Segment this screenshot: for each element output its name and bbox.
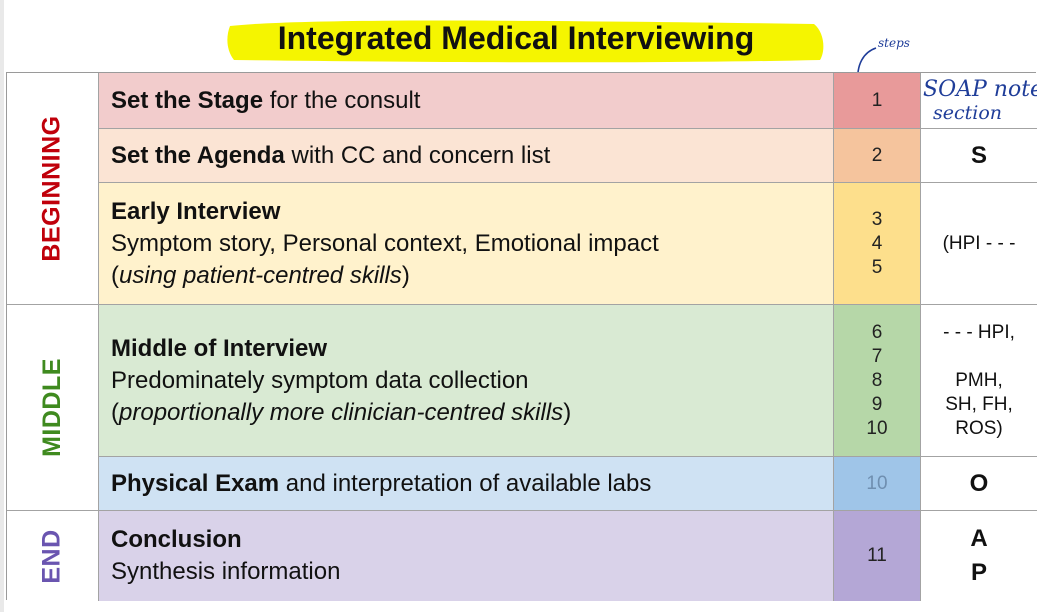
paren-open: ( — [111, 398, 119, 426]
title-highlight — [227, 20, 824, 63]
row-early-interview-line2: Symptom story, Personal context, Emotion… — [111, 229, 659, 257]
step-number: 10 — [866, 472, 888, 494]
steps-set-agenda: 2 — [834, 129, 921, 183]
paren-close: ) — [401, 261, 410, 289]
row-physical-exam: Physical Exam and interpretation of avai… — [99, 457, 834, 511]
step-number: 10 — [866, 417, 888, 439]
page-title: Integrated Medical Interviewing — [277, 20, 755, 56]
row-middle-interview-italic: proportionally more clinician-centred sk… — [119, 398, 564, 426]
steps-middle-interview: 6 7 8 9 10 — [834, 305, 921, 457]
row-set-agenda: Set the Agenda with CC and concern list — [99, 129, 834, 183]
row-early-interview-italic: using patient-centred skills — [119, 261, 402, 289]
soap-sh-fh-line: SH, FH, — [945, 393, 1013, 415]
soap-p-letter: P — [970, 559, 987, 586]
phase-middle: MIDDLE — [7, 305, 99, 511]
title-block: Integrated Medical Interviewing — [224, 10, 830, 68]
step-number: 5 — [871, 256, 883, 278]
soap-header-line1: SOAP note — [923, 76, 1037, 102]
soap-hpi-start: (HPI - - - — [921, 183, 1037, 305]
steps-early-interview: 3 4 5 — [834, 183, 921, 305]
steps-set-stage: 1 — [834, 73, 921, 129]
row-middle-interview: Middle of Interview Predominately sympto… — [99, 305, 834, 457]
soap-s-letter: S — [970, 141, 987, 169]
step-number: 8 — [871, 369, 883, 391]
phase-end: END — [7, 511, 99, 601]
steps-conclusion: 11 — [834, 511, 921, 601]
page-edge — [0, 0, 4, 612]
row-conclusion: Conclusion Synthesis information — [99, 511, 834, 601]
step-number: 9 — [871, 393, 883, 415]
row-conclusion-line2: Synthesis information — [111, 558, 341, 585]
soap-hpi-line: - - - HPI, — [943, 321, 1015, 343]
steps-handwritten-note: steps — [878, 36, 910, 50]
soap-hpi-history: - - - HPI, PMH, SH, FH, ROS) — [921, 305, 1037, 457]
row-conclusion-heading: Conclusion — [111, 526, 242, 553]
paren-close: ) — [563, 398, 572, 426]
row-middle-interview-heading: Middle of Interview — [111, 334, 328, 362]
row-early-interview: Early Interview Symptom story, Personal … — [99, 183, 834, 305]
phase-end-label: END — [37, 528, 66, 584]
soap-ros-line: ROS) — [955, 417, 1003, 439]
row-set-agenda-text: Set the Agenda with CC and concern list — [111, 140, 833, 172]
step-number: 11 — [867, 545, 887, 566]
soap-o-letter: O — [969, 469, 989, 497]
soap-header-line2: section — [933, 101, 1003, 124]
row-early-interview-heading: Early Interview — [111, 197, 281, 225]
soap-header-handwritten: SOAP note section — [921, 73, 1037, 129]
row-set-stage-rest: for the consult — [263, 86, 421, 114]
paren-open: ( — [111, 261, 119, 289]
step-number: 3 — [871, 208, 883, 230]
row-set-stage-bold: Set the Stage — [111, 86, 264, 114]
soap-pmh-line: PMH, — [955, 369, 1003, 391]
row-set-stage-text: Set the Stage for the consult — [111, 85, 833, 117]
soap-a-p: A P — [921, 511, 1037, 601]
row-middle-interview-line3: (proportionally more clinician-centred s… — [111, 397, 833, 429]
step-number: 7 — [871, 345, 883, 367]
step-number: 6 — [871, 321, 883, 343]
row-middle-interview-line2: Predominately symptom data collection — [111, 366, 529, 394]
row-set-agenda-bold: Set the Agenda — [111, 141, 285, 169]
phase-middle-label: MIDDLE — [38, 358, 67, 457]
phase-beginning: BEGINNING — [7, 73, 99, 305]
row-set-stage: Set the Stage for the consult — [99, 73, 834, 129]
soap-s: S — [921, 129, 1037, 183]
soap-a-letter: A — [970, 525, 988, 552]
soap-hpi-start-text: (HPI - - - — [942, 232, 1016, 254]
steps-physical-exam: 10 — [834, 457, 921, 511]
row-physical-exam-bold: Physical Exam — [111, 469, 280, 497]
row-early-interview-line3: (using patient-centred skills) — [111, 260, 833, 292]
row-physical-exam-rest: and interpretation of available labs — [279, 469, 652, 497]
row-physical-exam-text: Physical Exam and interpretation of avai… — [111, 468, 833, 500]
step-number: 2 — [871, 144, 883, 166]
phase-beginning-label: BEGINNING — [38, 115, 66, 262]
row-set-agenda-rest: with CC and concern list — [284, 141, 551, 169]
soap-o: O — [921, 457, 1037, 511]
step-number: 4 — [871, 232, 883, 254]
step-number: 1 — [871, 89, 883, 111]
interview-table: BEGINNING Set the Stage for the consult … — [6, 72, 1037, 601]
